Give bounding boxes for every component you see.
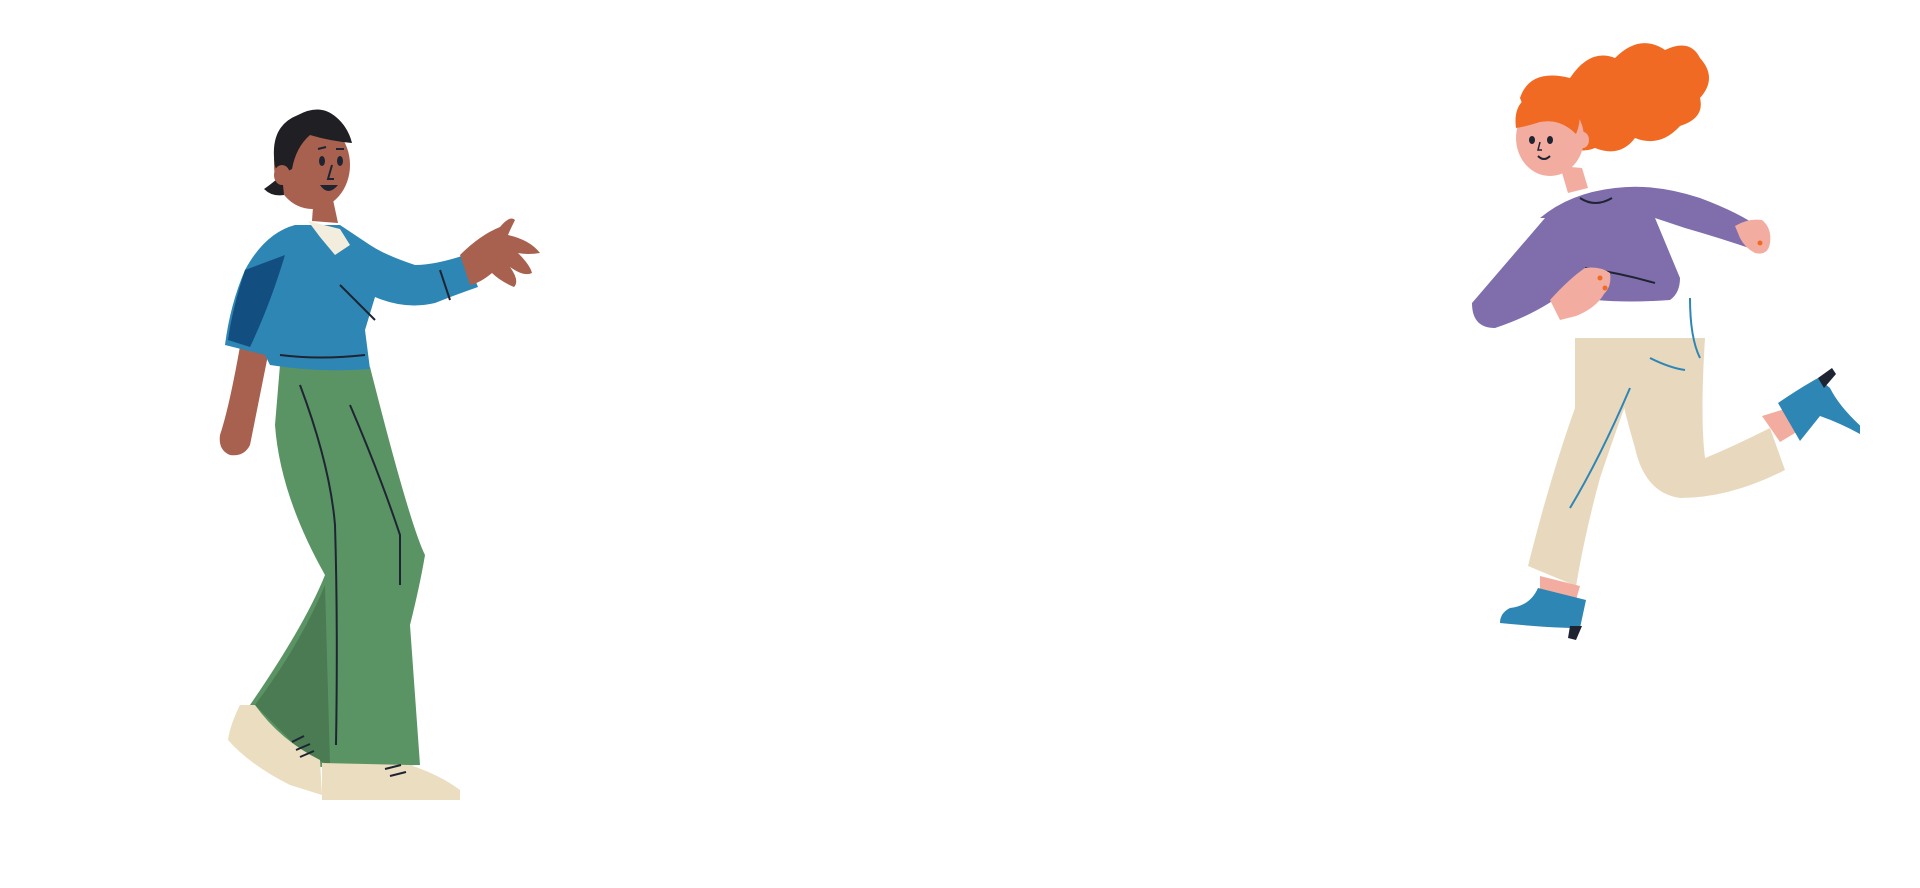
woman-nail-2 bbox=[1602, 285, 1608, 291]
man-eye-left bbox=[319, 156, 325, 166]
man-smile bbox=[320, 185, 338, 191]
woman-nails bbox=[1597, 275, 1603, 281]
woman-ear bbox=[1577, 132, 1589, 148]
woman-smile bbox=[1537, 155, 1551, 160]
woman-back-boot bbox=[1778, 378, 1860, 441]
man-pants-shadow bbox=[255, 585, 330, 765]
man-collar bbox=[308, 221, 350, 255]
man-front-hand bbox=[460, 218, 540, 287]
man-figure bbox=[219, 109, 540, 800]
man-brow bbox=[317, 146, 344, 150]
man-shirt-shadow bbox=[228, 255, 285, 347]
woman-sweater bbox=[1472, 186, 1760, 328]
woman-front-heel bbox=[1568, 626, 1582, 640]
woman-front-hand bbox=[1550, 267, 1611, 320]
woman-back-heel bbox=[1818, 368, 1836, 388]
woman-nose bbox=[1537, 141, 1542, 151]
man-pants-line bbox=[299, 384, 401, 746]
woman-figure bbox=[1472, 43, 1860, 640]
man-shirt-lines bbox=[279, 269, 451, 359]
woman-nail-3 bbox=[1757, 240, 1763, 246]
woman-pants-lines bbox=[1569, 297, 1701, 509]
woman-back-hand bbox=[1735, 219, 1771, 254]
woman-neck bbox=[1560, 166, 1588, 193]
woman-front-leg bbox=[1528, 338, 1650, 586]
man-shoe-lines bbox=[291, 735, 407, 777]
woman-eye-left bbox=[1529, 136, 1535, 144]
man-left-shoe bbox=[228, 705, 322, 795]
woman-hair-top bbox=[1515, 92, 1580, 134]
woman-eye-right bbox=[1547, 136, 1553, 144]
woman-front-boot bbox=[1500, 588, 1586, 628]
man-nose bbox=[326, 164, 334, 180]
man-eye-right bbox=[337, 156, 343, 166]
man-right-shoe bbox=[322, 763, 460, 800]
man-back-arm bbox=[219, 335, 270, 456]
man-hair bbox=[273, 109, 352, 175]
man-ear bbox=[274, 165, 290, 185]
woman-back-leg bbox=[1610, 338, 1785, 498]
